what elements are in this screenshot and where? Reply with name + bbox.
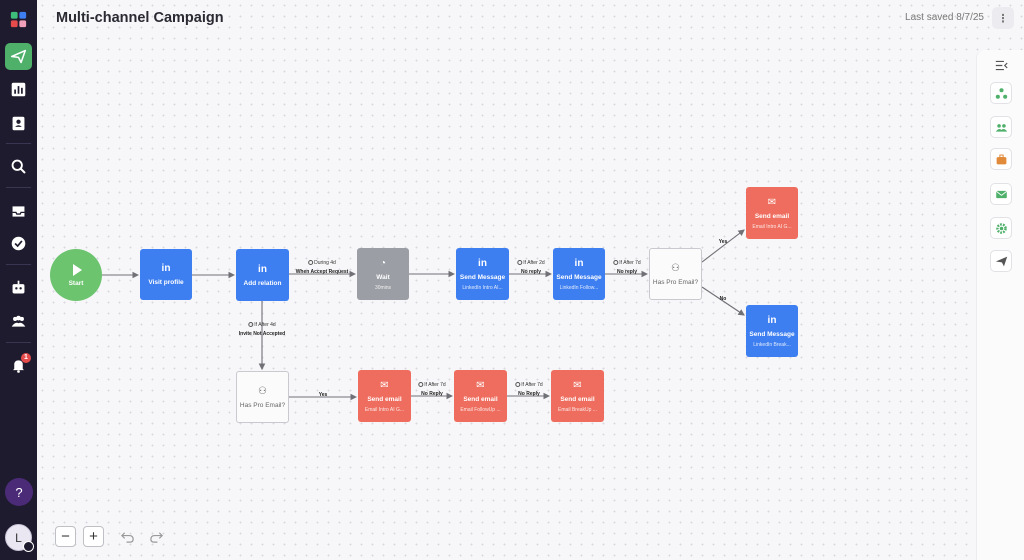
clock-icon [308, 260, 314, 265]
more-options-button[interactable]: ⋮ [992, 7, 1014, 29]
condition-icon: ⚇ [258, 385, 267, 397]
team-nav-icon[interactable] [5, 308, 32, 335]
send-tool-icon[interactable] [990, 250, 1012, 272]
edge-trigger-label: When Accept Request [295, 269, 349, 275]
send-message-node-3[interactable]: in Send Message LinkedIn Break... [746, 305, 798, 357]
email-icon: ✉ [380, 379, 389, 391]
briefcase-tool-icon[interactable] [990, 148, 1012, 170]
edge-condition-label: If After 7d [418, 382, 446, 388]
email-icon: ✉ [476, 379, 485, 391]
send-email-node-1[interactable]: ✉ Send email Email Intro AI G... [358, 370, 411, 422]
send-email-node-3[interactable]: ✉ Send email Email BreakUp ... [551, 370, 604, 422]
avatar-initial: L [15, 530, 22, 545]
edge-trigger-label: No reply [616, 269, 638, 275]
edge-condition-label: If After 2d [517, 260, 545, 266]
flow-canvas[interactable] [37, 0, 1024, 560]
last-saved-status: Last saved 8/7/25 [905, 12, 984, 23]
condition-icon: ⚇ [671, 262, 680, 274]
user-avatar[interactable]: L [5, 524, 34, 552]
tasks-nav-icon[interactable] [5, 230, 32, 257]
audience-tool-icon[interactable] [990, 116, 1012, 138]
page-title: Multi-channel Campaign [56, 10, 224, 26]
clock-icon [517, 260, 523, 265]
edge-trigger-label: No Reply [421, 391, 443, 397]
edge-trigger-label: Invite Not Accepted [238, 331, 286, 337]
send-message-node-1[interactable]: in Send Message LinkedIn Intro AI... [456, 248, 509, 300]
linkedin-icon: in [161, 263, 171, 274]
linkedin-icon: in [478, 257, 487, 269]
search-nav-icon[interactable] [5, 153, 32, 180]
edge-yes-label: Yes [318, 392, 328, 398]
app-logo-icon[interactable] [5, 6, 32, 33]
has-pro-email-condition-bottom[interactable]: ⚇ Has Pro Email? [236, 371, 289, 423]
bot-nav-icon[interactable] [5, 274, 32, 301]
collapse-panel-icon[interactable] [990, 54, 1012, 76]
edge-condition-label: During 4d [308, 260, 336, 266]
send-message-node-2[interactable]: in Send Message LinkedIn Follow... [553, 248, 605, 300]
email-tool-icon[interactable] [990, 183, 1012, 205]
settings-gear-icon [23, 541, 34, 552]
edge-condition-label: If After 4d [248, 322, 276, 328]
inbox-nav-icon[interactable] [5, 198, 32, 225]
linkedin-icon: in [258, 263, 267, 275]
linkedin-icon: in [767, 314, 777, 326]
clock-icon [248, 322, 254, 327]
edge-yes-label: Yes [718, 239, 728, 245]
email-icon: ✉ [573, 379, 582, 391]
edge-trigger-label: No Reply [518, 391, 540, 397]
play-icon [72, 263, 82, 276]
linkedin-icon: in [574, 257, 584, 269]
wait-node[interactable]: ◔ Wait 30mins [357, 248, 409, 300]
left-sidebar: 1 ? L [0, 0, 37, 560]
undo-icon[interactable] [117, 526, 138, 547]
clock-icon [613, 260, 619, 265]
clock-icon [515, 382, 521, 387]
add-relation-node[interactable]: in Add relation [236, 249, 289, 301]
zoom-in-button[interactable]: + [83, 526, 104, 547]
notification-count-badge: 1 [21, 353, 31, 363]
campaigns-nav-icon[interactable] [5, 43, 32, 70]
send-email-node-top[interactable]: ✉ Send email Email Intro AI G... [746, 187, 798, 239]
edge-no-label: No [719, 296, 727, 302]
start-node[interactable]: Start [50, 249, 102, 301]
help-button[interactable]: ? [5, 478, 33, 506]
edge-condition-label: If After 7d [613, 260, 641, 266]
email-icon: ✉ [767, 196, 777, 208]
timer-icon: ◔ [379, 257, 387, 269]
edge-trigger-label: No reply [520, 269, 542, 275]
settings-tool-icon[interactable] [990, 217, 1012, 239]
edge-condition-label: If After 7d [515, 382, 543, 388]
hierarchy-tool-icon[interactable] [990, 82, 1012, 104]
visit-profile-node[interactable]: in Visit profile [140, 249, 192, 300]
has-pro-email-condition-top[interactable]: ⚇ Has Pro Email? [649, 248, 702, 300]
redo-icon[interactable] [146, 526, 167, 547]
right-toolbox-panel [976, 50, 1024, 560]
contacts-nav-icon[interactable] [5, 110, 32, 137]
notifications-nav-icon[interactable]: 1 [5, 352, 32, 379]
analytics-nav-icon[interactable] [5, 76, 32, 103]
clock-icon [418, 382, 424, 387]
zoom-out-button[interactable]: − [55, 526, 76, 547]
send-email-node-2[interactable]: ✉ Send email Email FollowUp ... [454, 370, 507, 422]
